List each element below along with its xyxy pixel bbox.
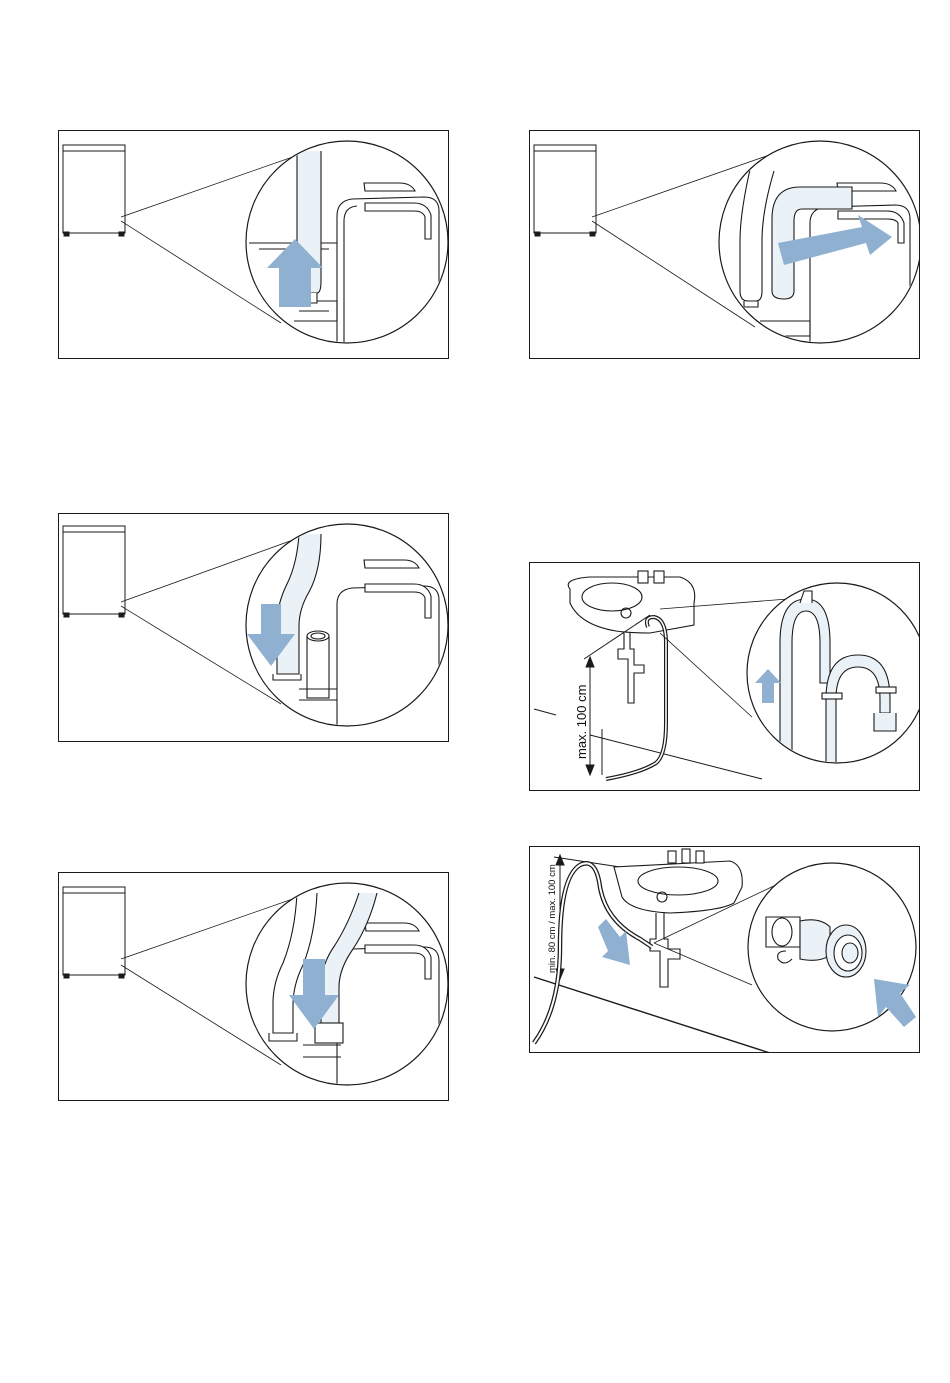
- illustration-hose-over-edge: [530, 131, 920, 359]
- height-dimension: [584, 615, 650, 775]
- appliance-icon: [63, 887, 125, 978]
- appliance-icon: [63, 145, 125, 236]
- figure-hose-over-edge: [529, 130, 920, 359]
- appliance-icon: [534, 145, 596, 236]
- figure-basin-drain: max. 100 cm: [529, 562, 920, 791]
- illustration-basin-drain: max. 100 cm: [530, 563, 920, 791]
- max-height-label: max. 100 cm: [574, 685, 589, 759]
- height-range-label: min. 80 cm / max. 100 cm: [547, 864, 558, 973]
- illustration-hose-up: [59, 131, 449, 359]
- drain-hose: [606, 617, 666, 779]
- figure-hose-down-to-pipe: [58, 513, 449, 742]
- arrow-diagonal-icon: [874, 979, 916, 1027]
- illustration-siphon-connect: min. 80 cm / max. 100 cm: [530, 847, 920, 1053]
- wash-basin-icon: [614, 849, 742, 987]
- detail-circle: [246, 883, 448, 1091]
- height-dimension: [554, 855, 620, 979]
- figure-hose-up: [58, 130, 449, 359]
- wash-basin-icon: [568, 571, 695, 703]
- appliance-icon: [63, 526, 125, 617]
- figure-siphon-connect: min. 80 cm / max. 100 cm: [529, 846, 920, 1053]
- illustration-hose-down: [59, 514, 449, 742]
- illustration-hose-into-pipe: [59, 873, 449, 1101]
- arrow-diagonal-icon: [598, 919, 630, 965]
- detail-circle: [246, 141, 448, 349]
- figure-hose-into-pipe: [58, 872, 449, 1101]
